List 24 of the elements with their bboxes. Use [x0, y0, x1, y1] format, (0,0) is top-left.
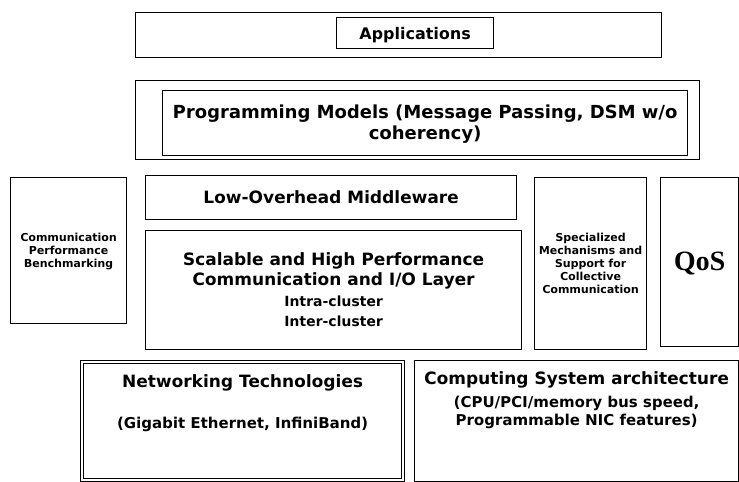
- title-box: [336, 17, 494, 49]
- layer-label: Communication Performance Benchmarking: [19, 231, 118, 270]
- layer-box: [145, 175, 517, 220]
- layer-box: [414, 360, 739, 482]
- layer-box: [145, 230, 522, 350]
- layer-label: Networking Technologies: [122, 372, 363, 392]
- side-panel: [660, 177, 739, 347]
- layer-label: QoS: [674, 246, 726, 278]
- layer-label: Scalable and High Performance Communication and I/O Layer: [182, 250, 486, 290]
- layer-sublabel: (CPU/PCI/memory bus speed, Programmable NIC features): [452, 393, 700, 429]
- layer-sublabel: (Gigabit Ethernet, InfiniBand): [116, 414, 368, 432]
- layer-box: [135, 80, 700, 160]
- layer-label: Applications: [359, 24, 471, 42]
- side-panel: [534, 177, 647, 350]
- layer-sublabel: Intra-cluster: [284, 294, 383, 310]
- layer-label: Specialized Mechanisms and Support for Collective Communication: [538, 231, 644, 296]
- side-panel: [10, 177, 127, 324]
- layer-sublabel: Inter-cluster: [284, 314, 383, 330]
- title-box: [162, 90, 688, 156]
- layer-box: [135, 12, 662, 58]
- layer-label: Computing System architecture: [424, 369, 729, 389]
- layer-label: Programming Models (Message Passing, DSM w/o coherency): [172, 102, 678, 144]
- layer-box: [80, 360, 405, 482]
- layer-label: Low-Overhead Middleware: [203, 188, 459, 208]
